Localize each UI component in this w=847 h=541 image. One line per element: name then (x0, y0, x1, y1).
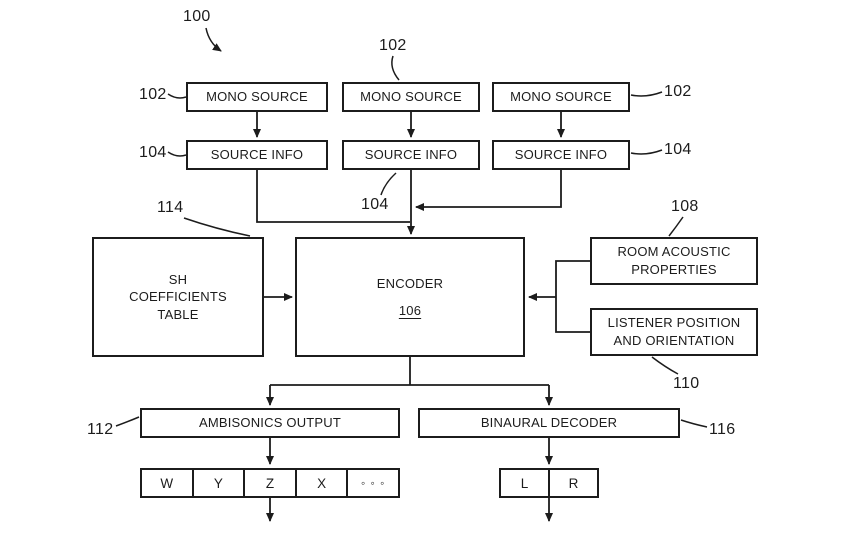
ref-mono-source-mid: 102 (379, 37, 407, 54)
source-info-box-3: SOURCE INFO (492, 140, 630, 170)
mono-source-box-1: MONO SOURCE (186, 82, 328, 112)
mono-source-box-2: MONO SOURCE (342, 82, 480, 112)
encoder-box: ENCODER 106 (295, 237, 525, 357)
room-acoustic-properties-box: ROOM ACOUSTIC PROPERTIES (590, 237, 758, 285)
listener-position-box: LISTENER POSITION AND ORIENTATION (590, 308, 758, 356)
channel-cell-ellipsis: ◦ ◦ ◦ (346, 470, 398, 496)
ref-binaural-decoder: 116 (709, 421, 736, 438)
ref-mono-source-left: 102 (139, 86, 167, 103)
binaural-decoder-box: BINAURAL DECODER (418, 408, 680, 438)
channel-cell-z: Z (243, 470, 295, 496)
ref-ambisonics-output: 112 (87, 421, 114, 438)
channel-cell-r: R (548, 470, 597, 496)
channel-cell-y: Y (191, 470, 244, 496)
mono-source-box-3: MONO SOURCE (492, 82, 630, 112)
ref-source-info-right: 104 (664, 141, 692, 158)
label-leader-lines (115, 27, 708, 428)
figure-number-arrow (205, 27, 222, 52)
channel-cell-w: W (160, 475, 174, 491)
sh-coefficients-table-box: SH COEFFICIENTS TABLE (92, 237, 264, 357)
channel-cell-l: L (520, 475, 529, 491)
encoder-ref-number: 106 (398, 302, 422, 318)
ambisonics-channel-row: W Y Z X ◦ ◦ ◦ (140, 468, 400, 498)
ref-listener-position: 110 (673, 375, 700, 392)
ref-source-info-mid: 104 (361, 196, 389, 213)
encoder-label: ENCODER (376, 275, 444, 291)
source-info-box-1: SOURCE INFO (186, 140, 328, 170)
figure-number: 100 (183, 8, 211, 25)
ref-source-info-left: 104 (139, 144, 167, 161)
source-info-box-2: SOURCE INFO (342, 140, 480, 170)
ref-room-acoustics: 108 (671, 198, 699, 215)
ref-mono-source-right: 102 (664, 83, 692, 100)
binaural-channel-row: L R (499, 468, 599, 498)
flow-arrows (253, 112, 590, 522)
ambisonics-output-box: AMBISONICS OUTPUT (140, 408, 400, 438)
ref-sh-table: 114 (157, 199, 184, 216)
channel-cell-x: X (294, 470, 347, 496)
